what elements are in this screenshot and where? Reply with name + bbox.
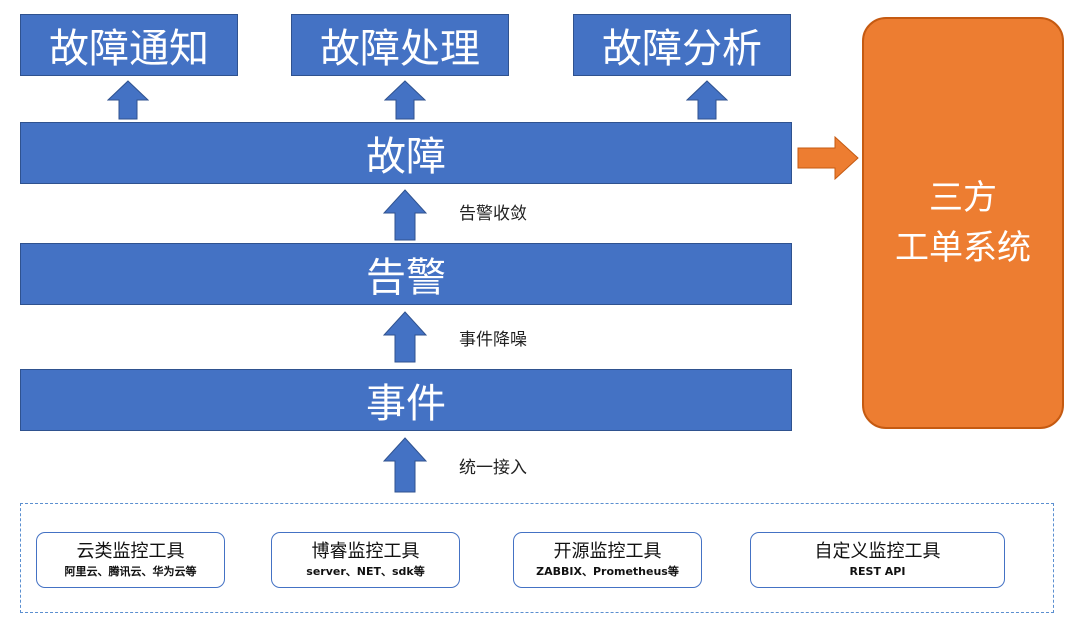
source-name: 自定义监控工具 (814, 541, 941, 562)
source-name: 开源监控工具 (553, 541, 662, 562)
third-party-ticket-system: 三方 工单系统 (862, 17, 1064, 429)
source-cloud-monitoring: 云类监控工具 阿里云、腾讯云、华为云等 (36, 532, 225, 588)
source-detail: server、NET、sdk等 (306, 565, 425, 578)
event-layer: 事件 (20, 369, 792, 431)
step-label-converge: 告警收敛 (459, 204, 527, 224)
up-arrow-icon (107, 80, 149, 120)
third-party-label-line2: 工单系统 (895, 228, 1031, 268)
fault-layer: 故障 (20, 122, 792, 184)
up-arrow-icon (383, 437, 427, 493)
fault-notification-box: 故障通知 (20, 14, 238, 76)
source-detail: REST API (849, 565, 906, 578)
right-arrow-icon (797, 136, 859, 180)
source-opensource-monitoring: 开源监控工具 ZABBIX、Prometheus等 (513, 532, 702, 588)
fault-analysis-box: 故障分析 (573, 14, 791, 76)
monitoring-sources-panel (20, 503, 1054, 613)
source-bonree-monitoring: 博睿监控工具 server、NET、sdk等 (271, 532, 460, 588)
step-label-ingest: 统一接入 (459, 458, 527, 478)
source-name: 云类监控工具 (76, 541, 185, 562)
source-name: 博睿监控工具 (311, 541, 420, 562)
third-party-label-line1: 三方 (929, 178, 997, 218)
step-label-denoise: 事件降噪 (459, 330, 527, 350)
up-arrow-icon (383, 311, 427, 363)
source-custom-monitoring: 自定义监控工具 REST API (750, 532, 1005, 588)
up-arrow-icon (384, 80, 426, 120)
up-arrow-icon (686, 80, 728, 120)
source-detail: 阿里云、腾讯云、华为云等 (64, 565, 197, 578)
up-arrow-icon (383, 189, 427, 241)
alert-layer: 告警 (20, 243, 792, 305)
fault-handling-box: 故障处理 (291, 14, 509, 76)
source-detail: ZABBIX、Prometheus等 (536, 565, 679, 578)
